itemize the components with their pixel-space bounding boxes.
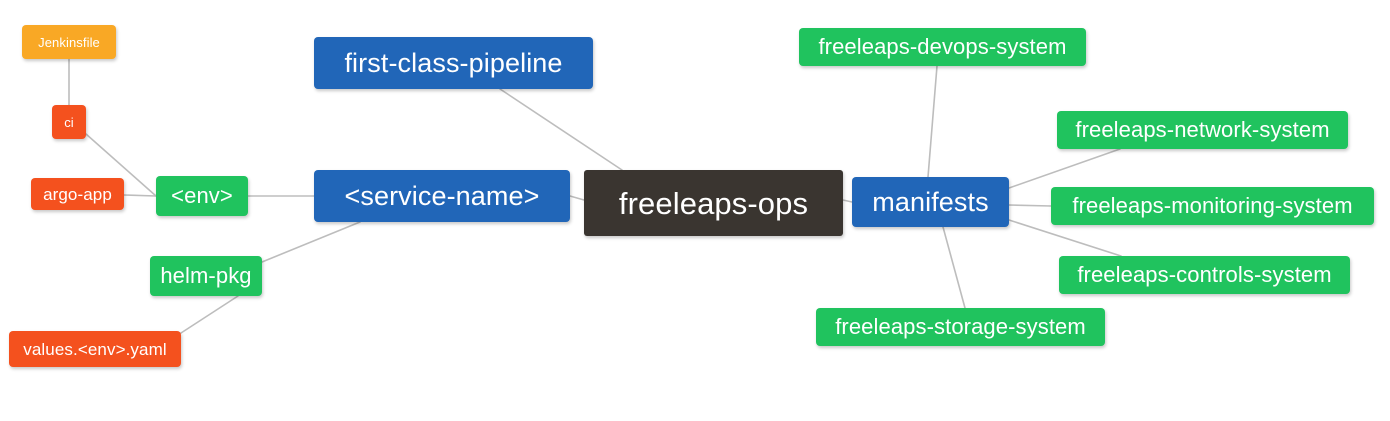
edge-argo-app-to-env (123, 194, 157, 197)
edge-manifests-to-freeleaps-storage-system (942, 226, 966, 309)
edge-manifests-to-freeleaps-devops-system (927, 65, 938, 178)
node-argo-app[interactable]: argo-app (31, 178, 124, 210)
node-freeleaps-storage-system[interactable]: freeleaps-storage-system (816, 308, 1105, 346)
node-freeleaps-monitoring-system[interactable]: freeleaps-monitoring-system (1051, 187, 1374, 225)
edge-manifests-to-freeleaps-controls-system (1008, 219, 1122, 257)
node-freeleaps-controls-system[interactable]: freeleaps-controls-system (1059, 256, 1350, 294)
node-label: <service-name> (344, 180, 540, 211)
node-label: freeleaps-monitoring-system (1072, 193, 1353, 218)
edge-freeleaps-ops-to-manifests (842, 199, 853, 203)
node-label: argo-app (43, 184, 112, 204)
node-label: Jenkinsfile (38, 34, 100, 50)
edge-service-name-to-freeleaps-ops (569, 195, 585, 201)
node-values-yaml[interactable]: values.<env>.yaml (9, 331, 181, 367)
edge-manifests-to-freeleaps-network-system (1008, 148, 1121, 189)
node-jenkinsfile[interactable]: Jenkinsfile (22, 25, 116, 59)
node-label: freeleaps-controls-system (1077, 262, 1332, 287)
edge-helm-pkg-to-service-name (261, 221, 361, 263)
node-env[interactable]: <env> (156, 176, 248, 216)
node-label: first-class-pipeline (344, 47, 563, 78)
node-label: freeleaps-devops-system (818, 34, 1067, 59)
node-label: freeleaps-network-system (1075, 117, 1330, 142)
node-label: manifests (872, 186, 989, 217)
edge-first-class-pipeline-to-freeleaps-ops (499, 88, 623, 171)
node-ci[interactable]: ci (52, 105, 86, 139)
node-first-class-pipeline[interactable]: first-class-pipeline (314, 37, 593, 89)
node-label: values.<env>.yaml (23, 339, 167, 359)
node-helm-pkg[interactable]: helm-pkg (150, 256, 262, 296)
node-service-name[interactable]: <service-name> (314, 170, 570, 222)
edge-values-yaml-to-helm-pkg (180, 295, 239, 334)
node-label: <env> (171, 183, 233, 208)
node-label: freeleaps-ops (618, 185, 809, 221)
node-freeleaps-network-system[interactable]: freeleaps-network-system (1057, 111, 1348, 149)
node-freeleaps-ops[interactable]: freeleaps-ops (584, 170, 843, 236)
node-label: freeleaps-storage-system (835, 314, 1086, 339)
node-label: helm-pkg (160, 263, 252, 288)
node-freeleaps-devops-system[interactable]: freeleaps-devops-system (799, 28, 1086, 66)
node-manifests[interactable]: manifests (852, 177, 1009, 227)
node-label: ci (64, 114, 74, 130)
edge-manifests-to-freeleaps-monitoring-system (1008, 204, 1052, 207)
